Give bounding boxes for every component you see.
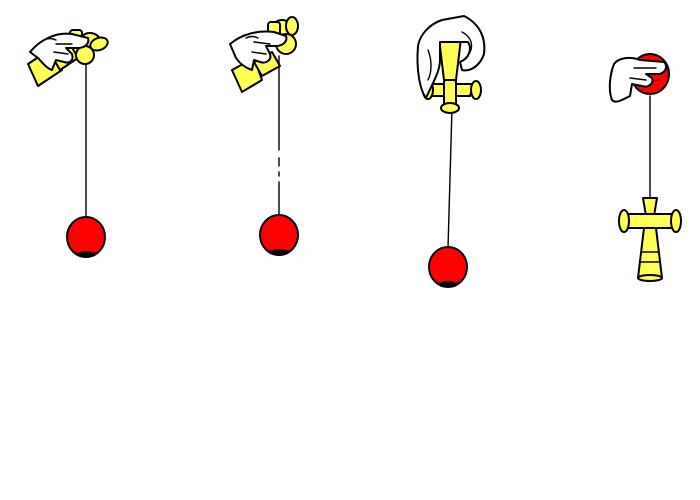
hand-icon: [608, 56, 668, 103]
figure-2: [229, 16, 299, 256]
kendama-icon: [618, 197, 682, 282]
ball-icon: [428, 246, 468, 288]
hand-icon: [416, 15, 486, 99]
hand-icon: [229, 30, 288, 71]
hand-icon: [29, 32, 90, 71]
kendama-icon: [231, 16, 299, 93]
string-icon: [447, 107, 453, 249]
ball-icon: [259, 214, 299, 256]
figure-3: [416, 15, 486, 288]
ball-icon: [66, 216, 106, 258]
figure-4: [608, 53, 682, 282]
figure-1: [27, 29, 109, 258]
